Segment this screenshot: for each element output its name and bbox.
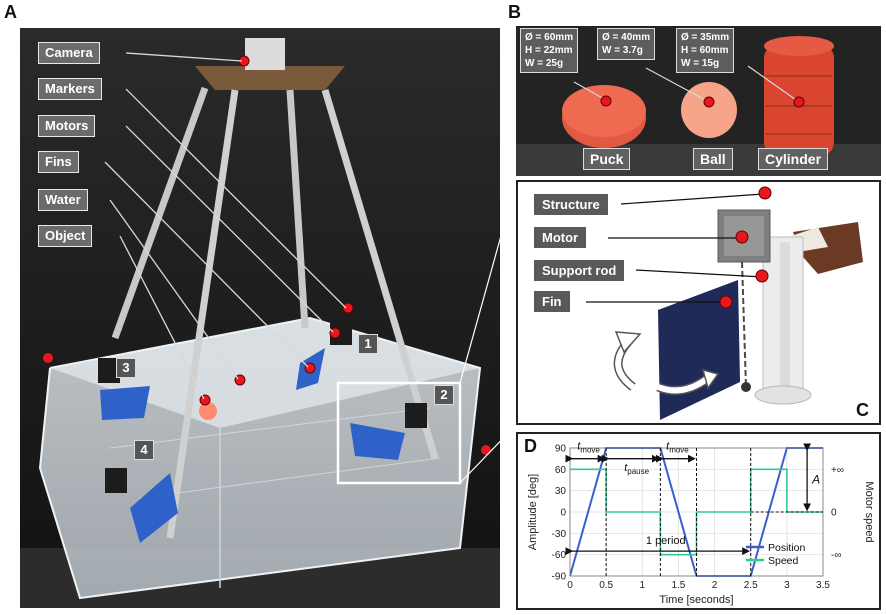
label-fins: Fins [38, 151, 79, 173]
fin-number-3: 3 [116, 358, 136, 378]
label-support-rod: Support rod [534, 260, 625, 281]
label-fin: Fin [534, 291, 570, 312]
tpause-label: tpause [624, 462, 649, 476]
label-water: Water [38, 189, 88, 211]
spec-cylinder-diameter: Ø = 35mm [681, 32, 730, 43]
setup-illustration [20, 28, 500, 608]
x-tick-label: 1 [640, 580, 646, 591]
chart-svg: 0 0.5 1 1.5 2 2.5 3 3.5 90 60 30 0 -30 -60 -90 +∞ 0 -∞ Tim… [527, 440, 875, 607]
spec-ball-weight: W = 3.7g [602, 45, 643, 56]
x-tick-label: 2 [712, 580, 718, 591]
panel-label-b: B [508, 2, 521, 22]
y2-axis-label: Motor speed [863, 481, 875, 542]
setup-photo: Camera Markers Motors Fins Water Object … [20, 28, 500, 608]
spec-cylinder: Ø = 35mm H = 60mm W = 15g [676, 28, 735, 73]
label-motor: Motor [534, 227, 587, 248]
spec-cylinder-weight: W = 15g [681, 58, 720, 69]
y-tick-label: 0 [560, 508, 566, 519]
label-puck: Puck [583, 148, 631, 170]
spec-cylinder-height: H = 60mm [681, 45, 729, 56]
y2-tick-label: 0 [831, 508, 837, 519]
label-object: Object [38, 225, 93, 247]
fin-module-illustration [586, 186, 863, 420]
x-axis-label: Time [seconds] [659, 594, 733, 606]
chart-annotations: tmove tpause tmove 1 period A [565, 440, 823, 576]
spec-puck: Ø = 60mm H = 22mm W = 25g [520, 28, 579, 73]
chart-axes: 0 0.5 1 1.5 2 2.5 3 3.5 90 60 30 0 -30 -60 -90 +∞ 0 -∞ Tim… [527, 444, 875, 607]
legend-label-position: Position [768, 542, 806, 554]
y-tick-label: 90 [555, 444, 567, 455]
panel-label-a: A [4, 2, 17, 22]
y-tick-label: -60 [552, 550, 567, 561]
y-tick-label: -90 [552, 572, 567, 583]
amplitude-label: A [811, 473, 820, 487]
fin-number-2: 2 [434, 385, 454, 405]
spec-ball: Ø = 40mm W = 3.7g [597, 28, 656, 60]
fin-number-1: 1 [358, 334, 378, 354]
objects-photo: Ø = 60mm H = 22mm W = 25g Ø = 40mm W = 3… [516, 26, 881, 176]
motion-profile-chart: 0 0.5 1 1.5 2 2.5 3 3.5 90 60 30 0 -30 -60 -90 +∞ 0 -∞ Tim… [516, 432, 881, 610]
period-label: 1 period [646, 535, 686, 547]
panel-label-d: D [524, 436, 537, 456]
label-motors: Motors [38, 115, 96, 137]
spec-puck-height: H = 22mm [525, 45, 573, 56]
label-structure: Structure [534, 194, 608, 215]
y-tick-label: 30 [555, 486, 567, 497]
x-tick-label: 3.5 [816, 580, 830, 591]
x-tick-label: 3 [784, 580, 790, 591]
x-tick-label: 0 [567, 580, 573, 591]
x-tick-label: 1.5 [671, 580, 685, 591]
x-tick-label: 2.5 [744, 580, 758, 591]
y-axis-label: Amplitude [deg] [527, 474, 539, 550]
panel-label-c: C [856, 400, 869, 420]
label-ball: Ball [693, 148, 733, 170]
fin-number-4: 4 [134, 440, 154, 460]
spec-ball-diameter: Ø = 40mm [602, 32, 651, 43]
x-tick-label: 0.5 [599, 580, 613, 591]
y-tick-label: 60 [555, 465, 567, 476]
label-markers: Markers [38, 78, 102, 100]
spec-puck-weight: W = 25g [525, 58, 564, 69]
y2-tick-label: -∞ [831, 550, 841, 561]
label-camera: Camera [38, 42, 100, 64]
spec-puck-diameter: Ø = 60mm [525, 32, 574, 43]
y2-tick-label: +∞ [831, 465, 844, 476]
tmove-label-1: tmove [577, 440, 600, 454]
fin-module-diagram: Structure Motor Support rod Fin [516, 180, 881, 425]
legend-label-speed: Speed [768, 555, 799, 567]
tmove-label-2: tmove [666, 440, 689, 454]
label-cylinder: Cylinder [758, 148, 829, 170]
y-tick-label: -30 [552, 529, 567, 540]
